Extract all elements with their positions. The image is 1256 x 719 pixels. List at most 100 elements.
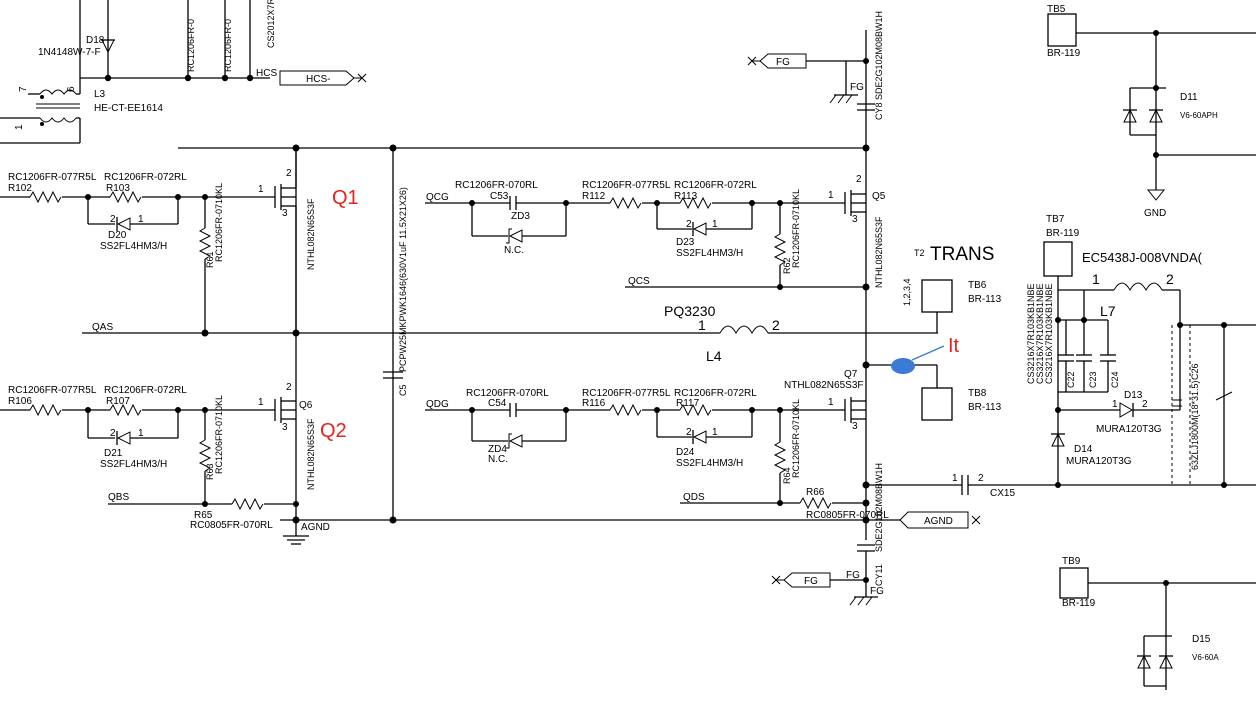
d11-diode-b xyxy=(1149,108,1163,123)
q5-pin1: 1 xyxy=(828,190,834,201)
agnd-no-connect-icon xyxy=(971,515,981,525)
d14-ref: D14 xyxy=(1074,444,1093,455)
cy11-value: SDE2G102M08BW1H xyxy=(874,463,884,552)
q2-value: NTHL082N65S3F xyxy=(306,418,316,490)
l7-value: EC5438J-008VNDA( xyxy=(1082,250,1203,265)
hcs-port xyxy=(279,70,355,86)
d13-pin1: 1 xyxy=(1112,399,1118,410)
d20-pin1: 1 xyxy=(138,214,144,225)
c53-ref: C53 xyxy=(490,191,509,202)
d13-value: MURA120T3G xyxy=(1096,424,1162,435)
tb7-terminal xyxy=(1043,241,1073,277)
d15-diode-a xyxy=(1137,654,1151,669)
d18-ref: D18 xyxy=(86,35,105,46)
fg-bottom-chassis-icon xyxy=(849,596,873,606)
hcs-no-connect-icon xyxy=(357,73,367,83)
l3-pin7: 7 xyxy=(18,86,29,92)
d13-diode-symbol xyxy=(1119,402,1133,418)
tb9-ref: TB9 xyxy=(1062,556,1081,567)
d24-value: SS2FL4HM3/H xyxy=(676,458,743,469)
cy11-ref: CY11 xyxy=(874,564,884,586)
fg-bottom-label-b: FG xyxy=(870,586,884,597)
l3-winding-bottom xyxy=(39,117,77,123)
r62-resistor xyxy=(773,233,787,266)
top-left-section: D18 1N4148W-7-F 7 6 1 L3 HE-CT-EE1614 RC… xyxy=(0,0,367,144)
d13-pin2: 2 xyxy=(1142,399,1148,410)
r65-ref: R65 xyxy=(194,510,213,521)
l4-pin1: 1 xyxy=(698,317,706,333)
qbs-net-label: QBS xyxy=(108,492,129,503)
d23-pin2: 2 xyxy=(686,219,692,230)
c54-ref: C54 xyxy=(488,398,507,409)
q5-gate-drive: 2 1 QCG RC1206FR-070RL C53 ZD3 N.C. RC12… xyxy=(425,174,886,290)
r61-resistor xyxy=(198,227,212,260)
c2x-value-c: CS3216X7R103KB1NBE xyxy=(1044,283,1054,384)
r63-value: RC1206FR-0710KL xyxy=(214,395,224,474)
d13-ref: D13 xyxy=(1124,390,1143,401)
r62-value: RC1206FR-0710KL xyxy=(791,189,801,268)
d23-pin1: 1 xyxy=(712,219,718,230)
q7-gate-drive: 2 1 QDG RC1206FR-070RL C54 ZD4 N.C. RC12… xyxy=(425,369,889,521)
r103-value: RC1206FR-072RL xyxy=(104,172,187,183)
l3-pin1: 1 xyxy=(14,124,25,130)
q1-pin3: 3 xyxy=(282,208,288,219)
gnd-label: GND xyxy=(1144,208,1166,219)
r64-resistor xyxy=(773,441,787,474)
fg-port-bottom-label: FG xyxy=(804,576,818,587)
c5-capacitor: PCPW25MKPWK1646(630V1uF 11.5X21X26) C5 xyxy=(383,187,408,396)
tb8-ref: TB8 xyxy=(968,388,987,399)
qds-net-label: QDS xyxy=(683,492,705,503)
r112-ref: R112 xyxy=(582,191,606,202)
r106-ref: R106 xyxy=(8,396,32,407)
hcs-port-label: HCS- xyxy=(306,74,330,85)
d11-diode-a xyxy=(1123,108,1137,123)
l3-pin6: 6 xyxy=(66,86,77,92)
tb8-terminal xyxy=(921,387,953,421)
r64-value: RC1206FR-0710KL xyxy=(791,399,801,478)
c2x-value-a: CS3216X7R103KB1NBE xyxy=(1026,283,1036,384)
y-caps-fg: FG FG CY8 SDE2G102M08BW1H CY11 SDE2G102M… xyxy=(747,11,981,606)
q2-pin3: 3 xyxy=(282,422,288,433)
cy8-value: SDE2G102M08BW1H xyxy=(874,11,884,100)
cs-top-value: CS2012X7R xyxy=(266,0,276,48)
r116-value: RC1206FR-077R5L xyxy=(582,388,671,399)
q5-pin3: 3 xyxy=(852,214,858,225)
d21-pin1: 1 xyxy=(138,428,144,439)
d21-ref: D21 xyxy=(104,448,123,459)
r64-ref: R64 xyxy=(782,467,792,484)
d23-diode-symbol xyxy=(692,222,707,236)
c2x-value-b: CS3216X7R103KB1NBE xyxy=(1035,283,1045,384)
c53-value: RC1206FR-070RL xyxy=(455,180,538,191)
qcs-net-label: QCS xyxy=(628,276,650,287)
fg-bottom-label-a: FG xyxy=(846,570,860,581)
tb5-value: BR-119 xyxy=(1047,48,1081,59)
d20-diode-symbol xyxy=(116,217,131,231)
r102-resistor xyxy=(29,190,62,204)
r112-value: RC1206FR-077R5L xyxy=(582,180,671,191)
current-probe-marker xyxy=(891,358,915,374)
d11-ref: D11 xyxy=(1180,92,1198,103)
r-top1-value: RC1206FR-0 xyxy=(186,19,196,72)
q2-pin1: 1 xyxy=(258,397,264,408)
r107-value: RC1206FR-072RL xyxy=(104,385,187,396)
cx15-link: 1 2 CX15 xyxy=(866,473,1058,499)
d14-value: MURA120T3G xyxy=(1066,456,1132,467)
tb7-ref: TB7 xyxy=(1046,214,1065,225)
r106-resistor xyxy=(29,403,62,417)
output-filter: TB7 BR-119 EC5438J-008VNDA( 1 2 L7 CS321… xyxy=(1026,214,1256,488)
c54-value: RC1206FR-070RL xyxy=(466,388,549,399)
agnd-port-label: AGND xyxy=(924,516,953,527)
q7-pin3: 3 xyxy=(852,421,858,432)
zd4-ref: ZD4 xyxy=(488,444,507,455)
l7-inductor xyxy=(1113,282,1163,292)
l3-winding-top xyxy=(39,89,77,95)
d23-value: SS2FL4HM3/H xyxy=(676,248,743,259)
l3-ref: L3 xyxy=(94,89,106,100)
r116-ref: R116 xyxy=(582,398,606,409)
r103-resistor xyxy=(109,190,142,204)
d24-ref: D24 xyxy=(676,447,695,458)
cx15-pin1: 1 xyxy=(952,473,958,484)
fg-top-chassis-icon xyxy=(829,94,853,104)
zd4-nc: N.C. xyxy=(488,454,508,465)
cx15-ref: CX15 xyxy=(990,488,1015,499)
